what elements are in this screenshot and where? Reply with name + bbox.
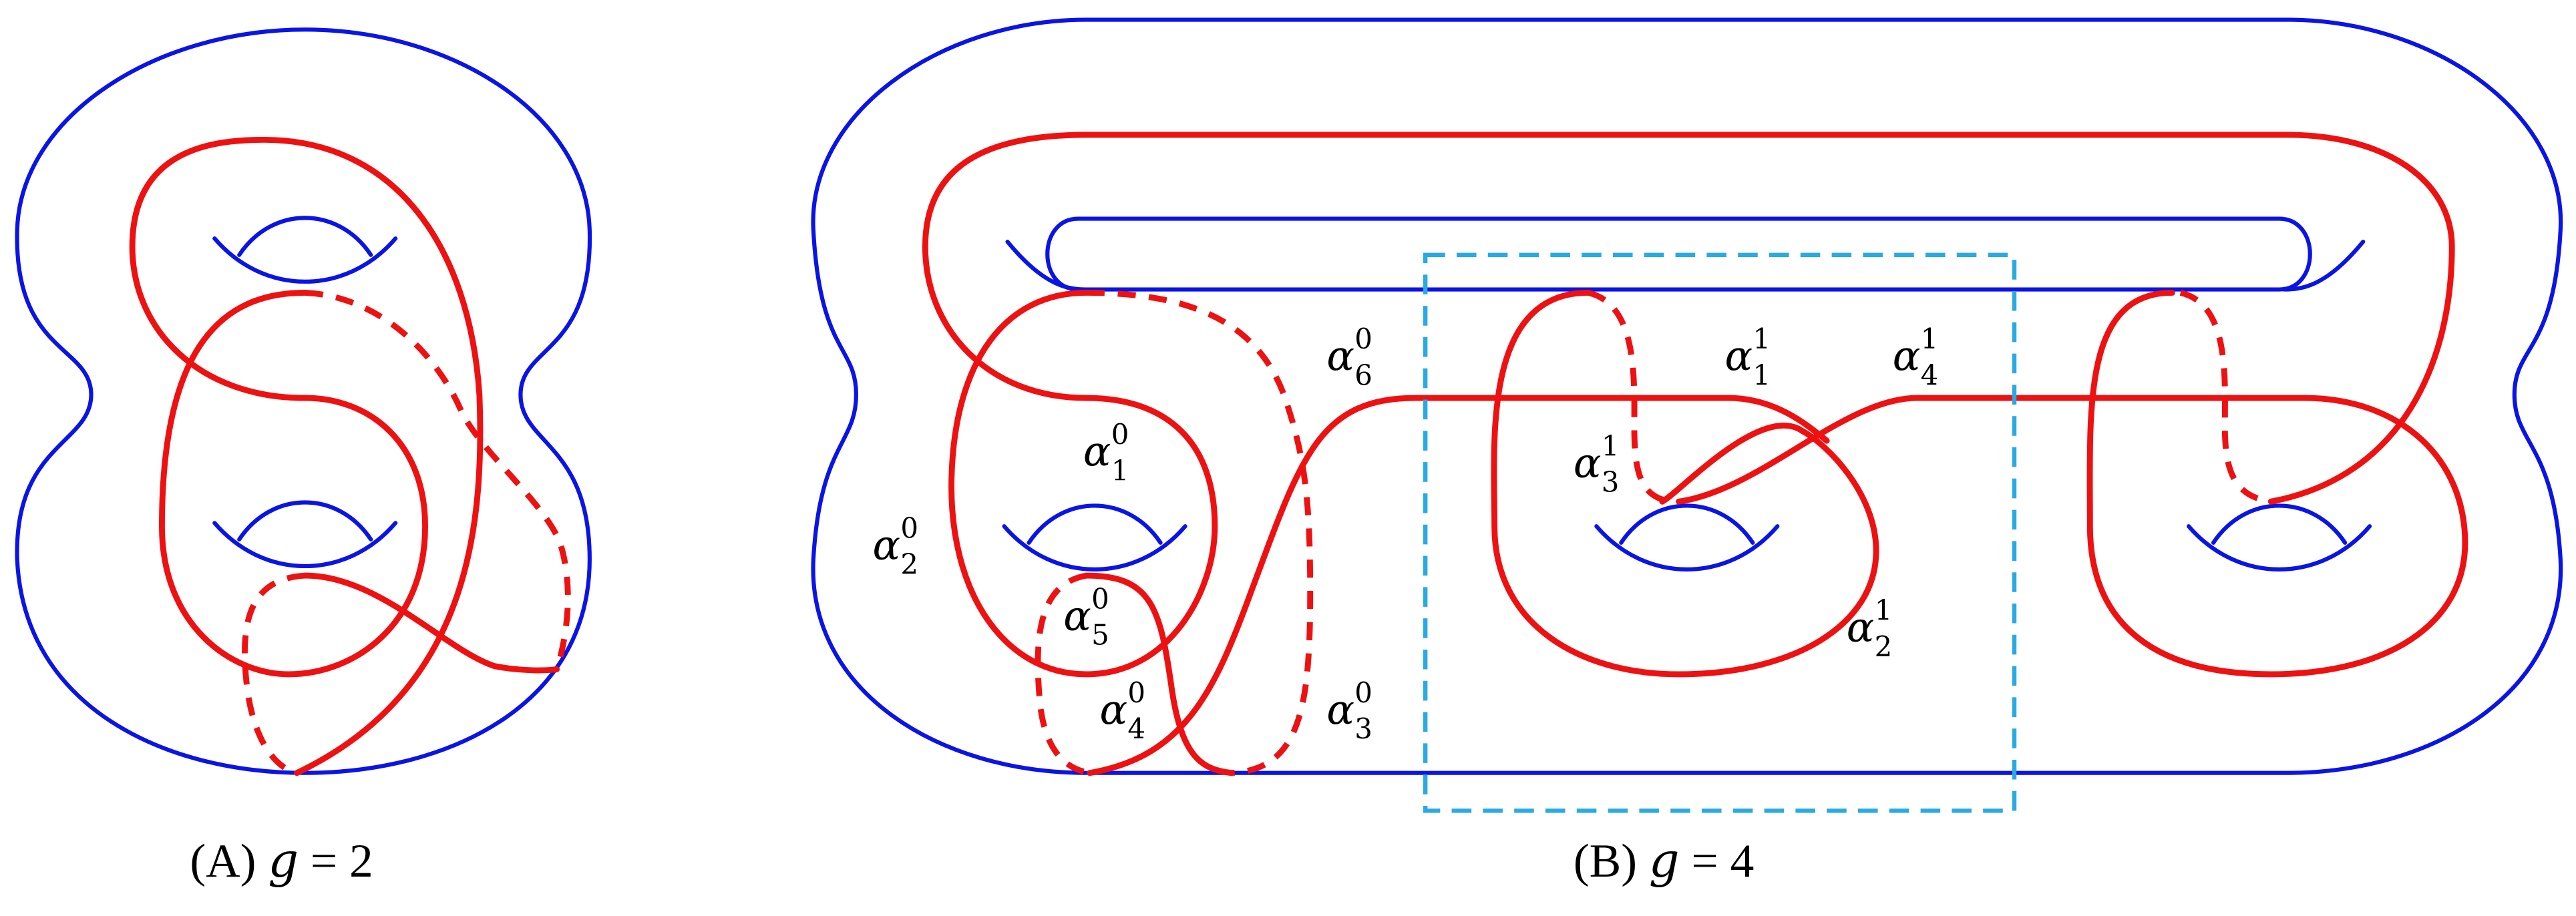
dashed-selection-box	[1423, 252, 2017, 813]
curve-b-cross-right	[1676, 290, 2468, 678]
svg-text:α: α	[873, 521, 901, 569]
svg-text:1: 1	[1921, 322, 1939, 355]
svg-text:1: 1	[1753, 322, 1771, 355]
handle-hole-b-2	[1594, 503, 1780, 571]
svg-text:0: 0	[1091, 582, 1109, 615]
svg-text:α: α	[1574, 439, 1602, 487]
genus-4-diagram	[811, 17, 2563, 813]
curve-b-left-loop	[948, 290, 1218, 678]
label-alpha-3-0: α 0 3	[1326, 676, 1372, 745]
surface-outline-b	[811, 17, 2563, 775]
label-alpha-4-0: α 0 4	[1099, 676, 1145, 745]
curve-chain-b	[922, 132, 2468, 776]
handle-hole-b-upper-right	[2281, 240, 2366, 292]
curve-b-diagonal	[1087, 395, 1830, 776]
label-alpha-2-1: α 1 2	[1847, 594, 1893, 663]
svg-text:4: 4	[1127, 712, 1145, 745]
surface-outline-a	[15, 27, 592, 775]
svg-text:α: α	[1099, 686, 1127, 734]
handle-hole-b-1	[1002, 503, 1187, 571]
svg-text:3: 3	[1354, 712, 1372, 745]
curve-a-dashed-upper	[305, 290, 571, 670]
svg-text:1: 1	[1753, 359, 1771, 391]
label-alpha-2-0: α 0 2	[873, 511, 919, 580]
svg-text:α: α	[1063, 592, 1091, 640]
inner-channel	[1045, 216, 2312, 292]
svg-text:0: 0	[1354, 676, 1372, 709]
svg-text:α: α	[1847, 604, 1875, 652]
svg-text:6: 6	[1354, 359, 1372, 391]
label-alpha-3-1: α 1 3	[1574, 429, 1620, 498]
handle-hole-a-lower	[212, 500, 398, 568]
caption-b: (B) g = 4	[1574, 833, 1754, 888]
label-alpha-1-1: α 1 1	[1724, 322, 1771, 391]
svg-text:2: 2	[1875, 630, 1893, 663]
svg-text:1: 1	[1875, 594, 1893, 627]
svg-text:α: α	[1724, 332, 1753, 380]
label-alpha-6-0: α 0 6	[1326, 322, 1372, 391]
curve-b-dashed-2	[1035, 572, 1091, 776]
label-alpha-1-0: α 0 1	[1083, 418, 1129, 487]
svg-text:2: 2	[900, 548, 918, 581]
label-alpha-5-0: α 0 5	[1063, 582, 1109, 651]
svg-text:α: α	[1326, 686, 1354, 734]
svg-text:3: 3	[1602, 465, 1620, 498]
svg-text:α: α	[1893, 332, 1921, 380]
svg-text:0: 0	[1354, 322, 1372, 355]
label-alpha-4-1: α 1 4	[1893, 322, 1939, 391]
curve-chain-a	[129, 136, 571, 776]
curve-a-top-loop	[129, 136, 484, 776]
curve-b-small-arc	[1083, 572, 1234, 776]
curve-b-dashed-4	[2179, 290, 2271, 505]
genus-2-diagram	[15, 27, 592, 776]
svg-text:4: 4	[1921, 359, 1939, 391]
curve-b-top-arc	[922, 132, 2455, 505]
svg-text:0: 0	[1127, 676, 1145, 709]
svg-text:1: 1	[1602, 429, 1620, 462]
handle-hole-b-upper-left	[1005, 240, 1089, 292]
svg-text:5: 5	[1091, 619, 1109, 652]
svg-text:0: 0	[900, 511, 918, 544]
caption-a: (A) g = 2	[190, 833, 373, 888]
curve-b-middle-loop	[1491, 290, 1879, 678]
curve-b-dashed-3	[1587, 290, 1672, 505]
svg-text:α: α	[1326, 332, 1354, 380]
svg-text:1: 1	[1111, 454, 1129, 487]
handle-hole-b-3	[2187, 503, 2372, 571]
handle-hole-a-upper	[212, 216, 398, 284]
svg-text:0: 0	[1111, 418, 1129, 451]
curve-a-big-loop	[159, 290, 428, 678]
curve-a-lower-cross	[302, 572, 560, 674]
curve-a-dashed-lower	[242, 572, 305, 776]
svg-text:α: α	[1083, 427, 1111, 475]
curve-b-dashed-1	[1086, 290, 1314, 776]
